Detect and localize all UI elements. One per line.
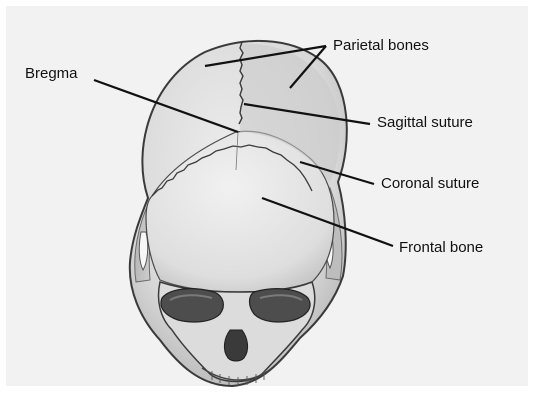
nasal-aperture bbox=[224, 330, 247, 361]
left-orbit bbox=[161, 289, 223, 322]
label-frontal-bone: Frontal bone bbox=[399, 240, 483, 255]
label-coronal-suture: Coronal suture bbox=[381, 176, 479, 191]
label-bregma: Bregma bbox=[25, 66, 78, 81]
right-orbit bbox=[250, 289, 311, 322]
label-sagittal-suture: Sagittal suture bbox=[377, 115, 473, 130]
label-parietal-bones: Parietal bones bbox=[333, 38, 429, 53]
